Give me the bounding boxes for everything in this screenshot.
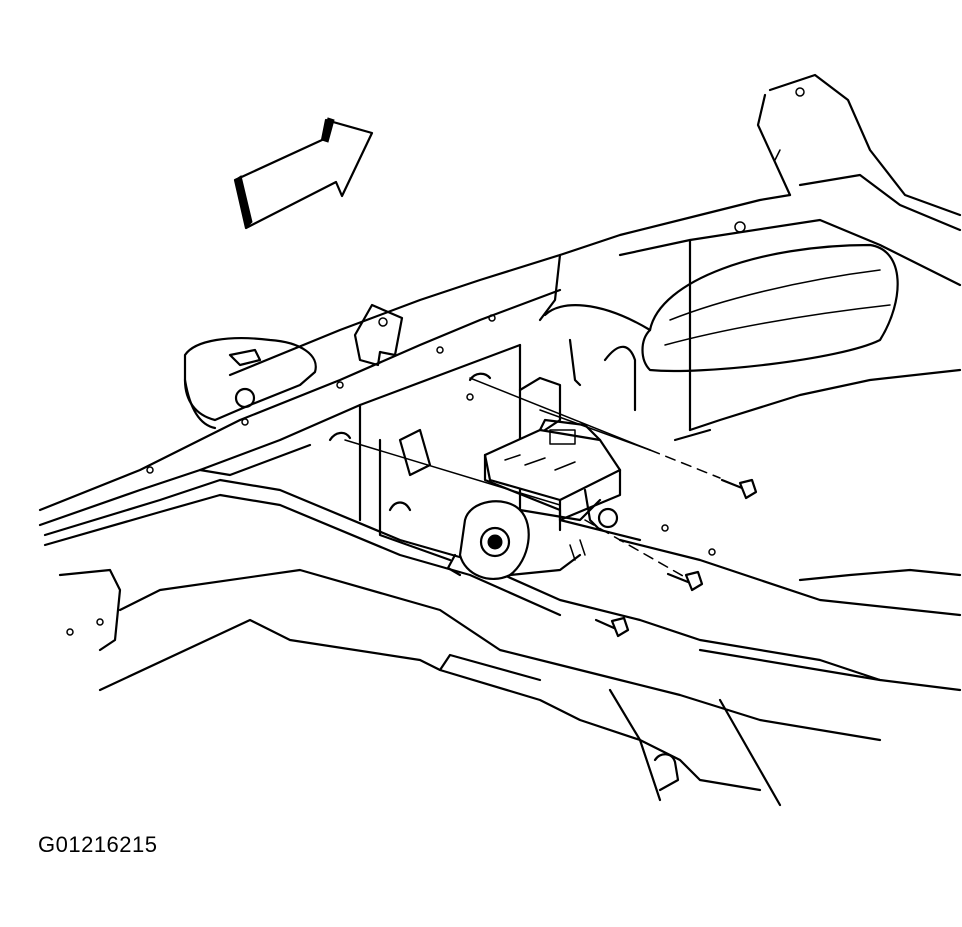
- bolt-lower: [594, 616, 630, 638]
- bolt-upper-right: [720, 478, 758, 500]
- mounting-bracket-tab: [353, 303, 404, 367]
- control-module: [446, 418, 622, 580]
- body-mount-left: [183, 337, 317, 430]
- bolt-middle-right: [666, 570, 704, 592]
- frame-rail-upper: [228, 73, 962, 442]
- arrow-forward-icon: [233, 117, 374, 230]
- figure-id-label: G01216215: [38, 832, 158, 857]
- floor-pan: [58, 518, 962, 807]
